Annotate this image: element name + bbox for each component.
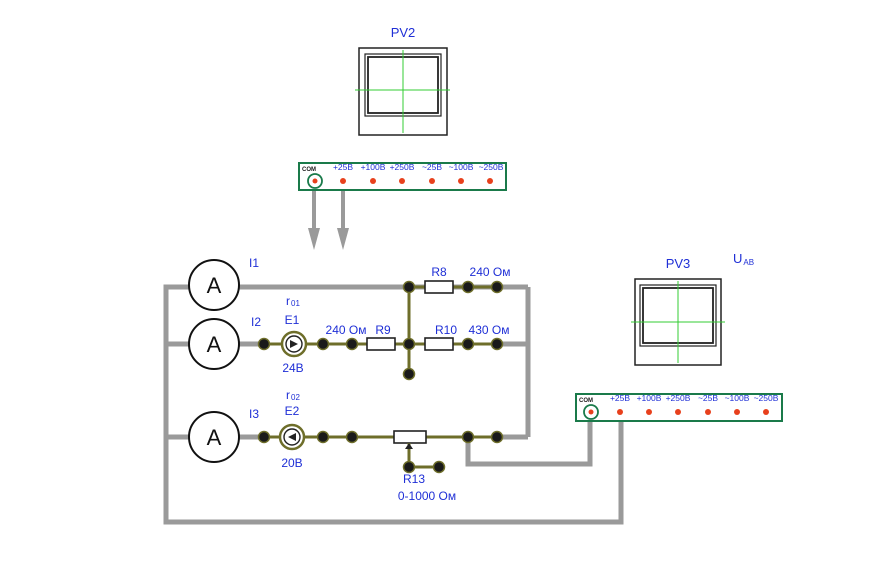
- r10-value: 430 Ом: [469, 323, 510, 337]
- source-e2-arrow-icon: [288, 433, 296, 441]
- ammeter-i3-symbol: A: [207, 425, 222, 450]
- bar-com-label: COM: [302, 167, 316, 173]
- range3-label-4: ~25B: [698, 393, 718, 403]
- terminal-bar-pv3: COM +25B +100B +250B ~25B ~100B ~250B: [575, 393, 783, 422]
- connection-node[interactable]: [345, 337, 359, 351]
- i3-label: I3: [249, 407, 259, 421]
- range3-socket-5[interactable]: [734, 409, 740, 415]
- ammeter-i1-symbol: A: [207, 273, 222, 298]
- pv3-label: PV3: [666, 256, 691, 271]
- connection-node[interactable]: [490, 337, 504, 351]
- bar3-com-label: COM: [579, 398, 593, 404]
- range3-label-5: ~100B: [725, 393, 750, 403]
- e1-label: E1: [285, 313, 300, 327]
- connection-node[interactable]: [461, 337, 475, 351]
- connection-node[interactable]: [402, 280, 416, 294]
- terminal-bar-pv2: COM +25B +100B +250B ~25B ~100B ~250B: [298, 162, 507, 191]
- r8-label: R8: [431, 265, 447, 279]
- ammeter-i3-body: [188, 411, 240, 463]
- connection-node[interactable]: [490, 280, 504, 294]
- ammeter-i2[interactable]: A I2: [188, 315, 261, 370]
- r13-range: 0-1000 Ом: [398, 489, 456, 503]
- com-socket-ring: [307, 173, 323, 189]
- probe-plus-arrow: [337, 228, 349, 250]
- connection-node[interactable]: [461, 430, 475, 444]
- range-label-4: ~25B: [422, 162, 442, 172]
- range-socket-5[interactable]: [458, 178, 464, 184]
- range3-socket-2[interactable]: [646, 409, 652, 415]
- resistor-r10[interactable]: [424, 337, 454, 351]
- ammeter-i1[interactable]: A I1: [188, 256, 259, 311]
- r9-label: R9: [375, 323, 391, 337]
- connection-node[interactable]: [432, 460, 446, 474]
- range3-socket-6[interactable]: [763, 409, 769, 415]
- e2-label: E2: [285, 404, 300, 418]
- connection-node[interactable]: [461, 280, 475, 294]
- branch-3: r02 E2 20B R13 0-1000 Ом: [264, 388, 497, 503]
- wire-pv3-probe[interactable]: [465, 412, 593, 467]
- r02-label: r02: [286, 388, 300, 402]
- range3-label-6: ~250B: [754, 393, 779, 403]
- range-label-1: +25B: [333, 162, 353, 172]
- range-label-2: +100B: [361, 162, 386, 172]
- terminal-bar3-frame: [575, 393, 783, 422]
- terminal-bar-frame: [298, 162, 507, 191]
- range3-label-3: +250B: [666, 393, 691, 403]
- resistor-r8[interactable]: [424, 280, 454, 294]
- range3-label-2: +100B: [637, 393, 662, 403]
- ammeter-i3[interactable]: A I3: [188, 407, 259, 463]
- range-label-3: +250B: [390, 162, 415, 172]
- rheostat-r13[interactable]: [393, 430, 427, 444]
- com3-socket-ring: [583, 404, 599, 420]
- source-e1-arrow-icon: [290, 340, 298, 348]
- r13-label: R13: [403, 472, 425, 486]
- e1-value: 24B: [282, 361, 303, 375]
- range-socket-6[interactable]: [487, 178, 493, 184]
- range-socket-2[interactable]: [370, 178, 376, 184]
- r01-label: r01: [286, 294, 300, 308]
- connection-nodes: [257, 280, 504, 474]
- voltmeter-pv2[interactable]: PV2: [355, 25, 450, 136]
- connection-node[interactable]: [402, 367, 416, 381]
- range3-socket-4[interactable]: [705, 409, 711, 415]
- r8-value: 240 Ом: [470, 265, 511, 279]
- r9-value: 240 Ом: [326, 323, 367, 337]
- ammeter-i1-body: [188, 259, 240, 311]
- wires: [163, 284, 624, 525]
- range3-socket-3[interactable]: [675, 409, 681, 415]
- pv2-label: PV2: [391, 25, 416, 40]
- range-label-6: ~250B: [479, 162, 504, 172]
- connection-node[interactable]: [257, 430, 271, 444]
- connection-node[interactable]: [345, 430, 359, 444]
- connection-node[interactable]: [316, 430, 330, 444]
- branch-2: r01 E1 24B 240 Ом R9 R10 430 Ом: [264, 294, 509, 375]
- r10-label: R10: [435, 323, 457, 337]
- branch-1: R8 240 Ом: [407, 265, 511, 374]
- connection-node[interactable]: [257, 337, 271, 351]
- probe-com-arrow: [308, 228, 320, 250]
- range3-socket-1[interactable]: [617, 409, 623, 415]
- range-socket-1[interactable]: [340, 178, 346, 184]
- com-socket[interactable]: [312, 178, 318, 184]
- i1-label: I1: [249, 256, 259, 270]
- range-socket-3[interactable]: [399, 178, 405, 184]
- connection-node[interactable]: [316, 337, 330, 351]
- range-label-5: ~100B: [449, 162, 474, 172]
- ammeter-i2-symbol: A: [207, 332, 222, 357]
- e2-value: 20B: [281, 456, 302, 470]
- ammeter-i2-body: [188, 318, 240, 370]
- connection-node[interactable]: [402, 337, 416, 351]
- connection-node[interactable]: [402, 460, 416, 474]
- voltmeter-pv3[interactable]: PV3 UAB: [631, 251, 754, 366]
- range3-label-1: +25B: [610, 393, 630, 403]
- wire-left-bottom-loop[interactable]: [163, 284, 624, 525]
- resistor-r9[interactable]: [366, 337, 396, 351]
- r13-wiper-arrow-icon: [405, 443, 413, 449]
- i2-label: I2: [251, 315, 261, 329]
- connection-node[interactable]: [490, 430, 504, 444]
- uab-label: UAB: [733, 251, 754, 267]
- com3-socket[interactable]: [588, 409, 594, 415]
- range-socket-4[interactable]: [429, 178, 435, 184]
